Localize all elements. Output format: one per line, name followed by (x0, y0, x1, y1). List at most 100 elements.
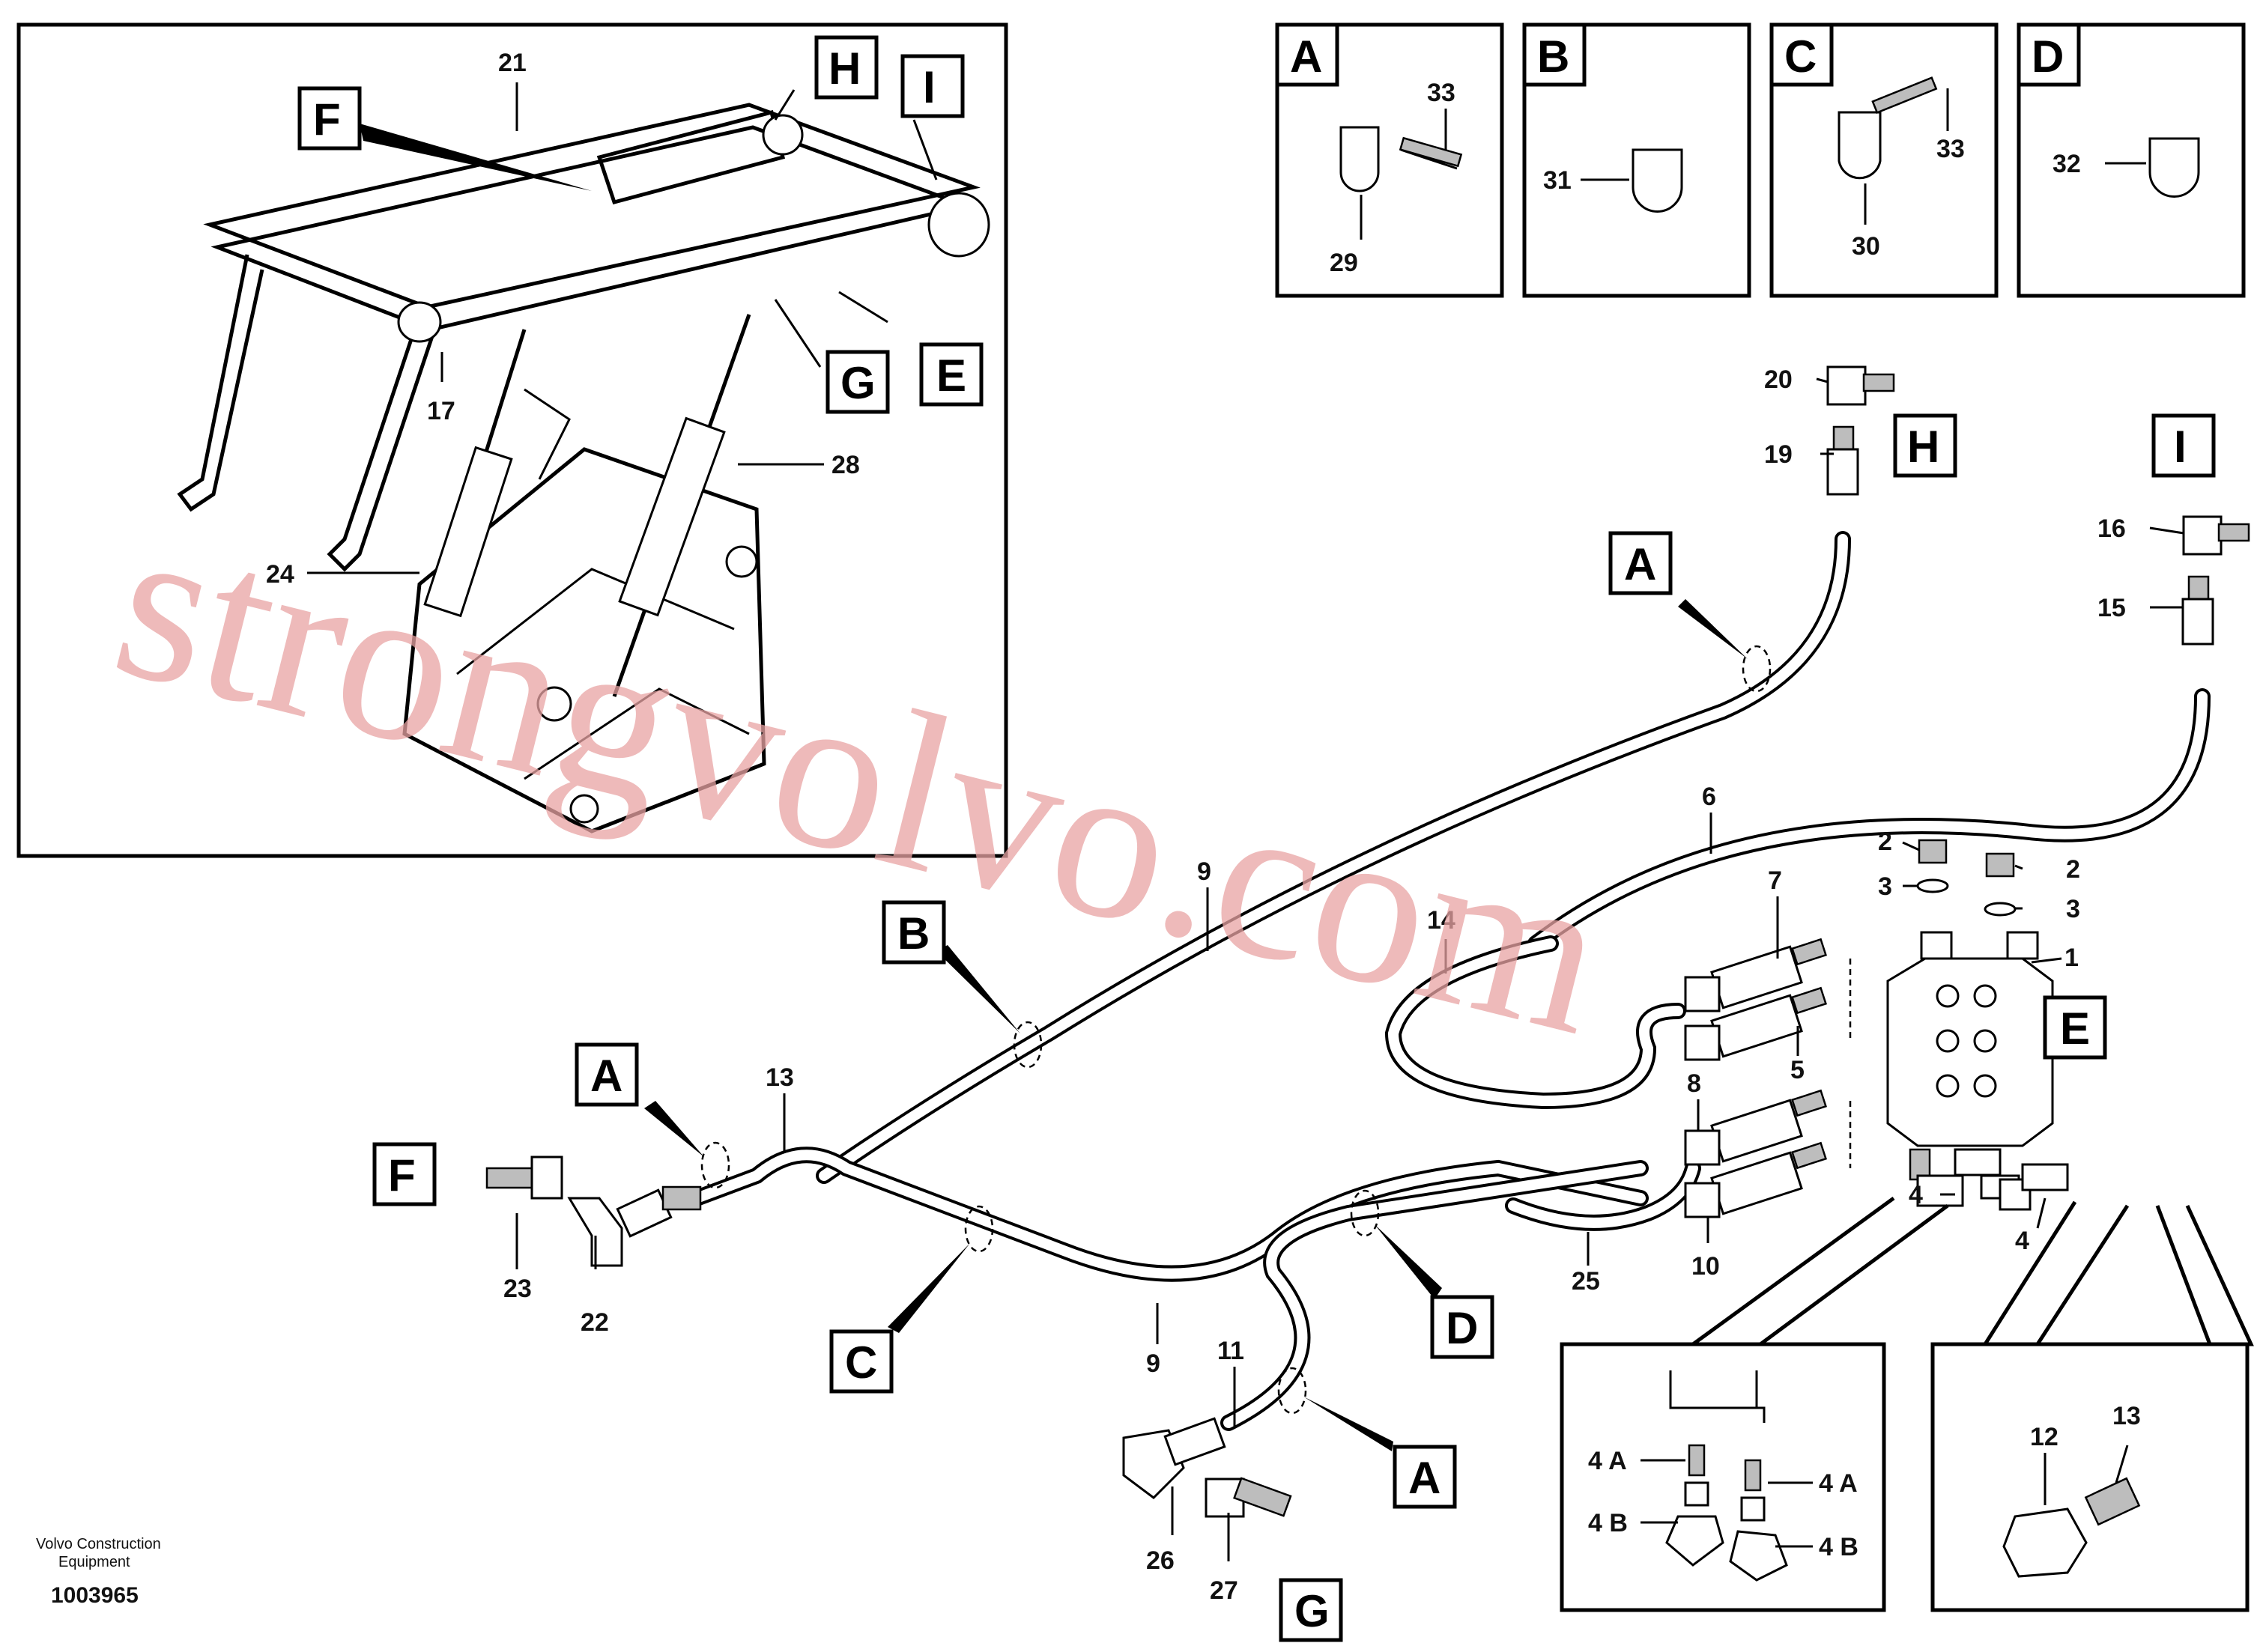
callout-2-right: 2 (2066, 855, 2080, 884)
label-G: G (1294, 1586, 1330, 1636)
callout-22: 22 (581, 1308, 609, 1337)
label-H-inset: H (828, 43, 861, 94)
clamp-ring-A-lower (1277, 1367, 1307, 1415)
callout-4-left: 4 (1909, 1181, 1923, 1209)
label-G-inset: G (840, 358, 876, 408)
callout-4B-left: 4 B (1588, 1509, 1628, 1537)
clamp-ring-A-upper (1742, 645, 1772, 693)
elbow-20 (1826, 365, 1867, 406)
label-F: F (388, 1150, 416, 1200)
label-I: I (2174, 422, 2187, 472)
callout-19: 19 (1764, 440, 1793, 469)
footer-company-line1: Volvo Construction (36, 1536, 161, 1552)
callout-4A-right: 4 A (1819, 1469, 1858, 1498)
label-A-upper: A (1624, 539, 1656, 589)
clamp-detail-b: B 31 (1522, 22, 1751, 298)
callout-7: 7 (1768, 866, 1782, 895)
box-label-B: B (1537, 31, 1569, 82)
label-H: H (1907, 422, 1939, 472)
leader-lines (515, 377, 2184, 1561)
callout-26: 26 (1146, 1546, 1175, 1575)
callout-3-right: 3 (2066, 895, 2080, 923)
screw-33-c (1871, 76, 1938, 115)
clamp-detail-c: C 33 30 (1769, 22, 1999, 298)
label-F-inset: F (313, 94, 341, 145)
clamp-29 (1339, 126, 1380, 192)
box-label-C: C (1784, 31, 1817, 82)
callout-29: 29 (1330, 249, 1358, 277)
connector-7 (1684, 938, 1827, 1012)
watermark-text: strongvolvo.com (95, 473, 1627, 1082)
washer-3-left (1916, 878, 1949, 893)
connector-8 (1684, 1089, 1827, 1166)
cylinder-28 (618, 416, 726, 617)
callout-23: 23 (503, 1275, 532, 1303)
clamp-detail-a: A 29 33 (1275, 22, 1504, 298)
callout-24: 24 (266, 560, 294, 589)
left-fork (177, 254, 264, 512)
detail-nipple-12-13: 12 13 (1930, 1200, 2254, 1612)
clamp-ring-D (1350, 1189, 1380, 1237)
callout-13: 13 (766, 1063, 794, 1092)
callout-25: 25 (1572, 1267, 1600, 1296)
washer-3-right (1984, 902, 2017, 917)
callout-2-left: 2 (1878, 827, 1892, 856)
callout-15: 15 (2097, 594, 2126, 622)
cylinder-24 (423, 446, 513, 618)
clamp-ring-B (1013, 1021, 1043, 1069)
fittings (485, 365, 2250, 1518)
fitting-15 (2187, 575, 2210, 601)
callout-4A-left: 4 A (1588, 1447, 1627, 1475)
callout-31: 31 (1543, 166, 1572, 195)
tube-6 (1527, 688, 2211, 952)
box-label-A: A (1290, 31, 1322, 82)
plug-2-right (1985, 852, 2015, 878)
callout-17: 17 (427, 397, 455, 425)
label-I-inset: I (923, 62, 936, 112)
callout-9-upper: 9 (1197, 857, 1211, 886)
callout-21: 21 (498, 49, 527, 77)
clamp-31 (1632, 148, 1683, 213)
callout-5: 5 (1790, 1056, 1805, 1084)
callout-13-detail: 13 (2112, 1402, 2141, 1430)
footer-company-line2: Equipment (58, 1554, 130, 1570)
pivot-disc (927, 192, 990, 258)
callout-16: 16 (2097, 514, 2126, 543)
callout-11: 11 (1217, 1337, 1244, 1365)
clamp-ring-C (964, 1205, 994, 1253)
callout-28: 28 (831, 451, 860, 479)
detail-fitting-4ab: 4 A 4 B 4 A 4 B (1560, 1196, 1949, 1612)
callout-30: 30 (1852, 232, 1880, 261)
clamp-30 (1838, 111, 1882, 180)
box-label-D: D (2032, 31, 2064, 82)
lift-frame-inset: 21 17 24 28 F H I G E (16, 22, 1008, 858)
callout-10: 10 (1691, 1252, 1720, 1281)
callout-33-c: 33 (1936, 135, 1965, 163)
callout-14: 14 (1427, 906, 1455, 935)
callout-12: 12 (2030, 1423, 2058, 1451)
mast-tower (402, 447, 766, 833)
callout-4B-right: 4 B (1819, 1533, 1858, 1561)
right-fork (327, 314, 437, 572)
callout-27: 27 (1210, 1576, 1238, 1605)
callout-20: 20 (1764, 365, 1793, 394)
clamp-32 (2148, 137, 2200, 198)
callout-3-left: 3 (1878, 872, 1892, 901)
callout-9-lower: 9 (1146, 1349, 1160, 1378)
label-E-inset: E (936, 350, 966, 401)
label-C: C (845, 1337, 877, 1388)
plug-2-left (1918, 839, 1948, 864)
nut-12 (2002, 1507, 2088, 1578)
elbow-22 (567, 1197, 623, 1267)
connector-5 (1684, 986, 1827, 1061)
label-D: D (1446, 1303, 1478, 1353)
label-A-lower: A (1408, 1453, 1440, 1503)
tube-letter-labels: H I A B A F C D A G E (372, 413, 2216, 1642)
manifold-block-1 (1886, 931, 2054, 1147)
callout-32: 32 (2053, 150, 2081, 178)
inset-frame-border (16, 22, 1008, 858)
callout-numbers: 20 19 16 15 6 9 14 7 5 8 10 25 13 9 11 2… (503, 365, 2126, 1605)
label-E: E (2060, 1003, 2090, 1054)
label-A-left: A (590, 1051, 622, 1101)
